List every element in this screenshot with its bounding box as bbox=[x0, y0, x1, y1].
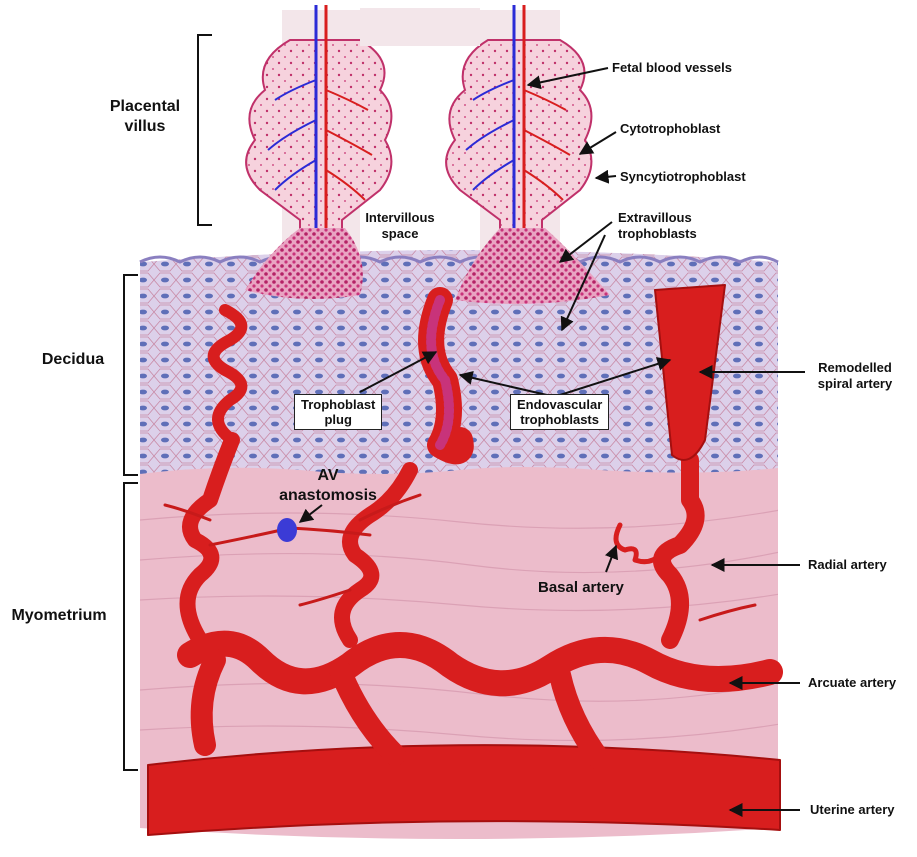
bracket-decidua bbox=[124, 275, 138, 475]
uterine-artery bbox=[148, 745, 780, 835]
label-syncytiotrophoblast: Syncytiotrophoblast bbox=[620, 169, 746, 185]
bracket-placental-villus bbox=[198, 35, 212, 225]
label-endovascular-trophoblasts: Endovascular trophoblasts bbox=[510, 394, 609, 430]
label-uterine-artery: Uterine artery bbox=[810, 802, 895, 818]
label-decidua: Decidua bbox=[28, 350, 118, 370]
av-anastomosis-knot bbox=[277, 518, 297, 542]
label-radial-artery: Radial artery bbox=[808, 557, 887, 573]
label-remodelled-spiral-artery: Remodelled spiral artery bbox=[805, 360, 905, 392]
arrow-syncytiotrophoblast bbox=[596, 176, 616, 178]
label-fetal-blood-vessels: Fetal blood vessels bbox=[612, 60, 732, 76]
label-intervillous-space: Intervillous space bbox=[355, 210, 445, 242]
label-cytotrophoblast: Cytotrophoblast bbox=[620, 121, 720, 137]
chorionic-plate bbox=[360, 8, 480, 46]
label-basal-artery: Basal artery bbox=[538, 580, 624, 596]
label-av-anastomosis: AV anastomosis bbox=[268, 466, 388, 506]
label-placental-villus: Placental villus bbox=[100, 97, 190, 137]
label-arcuate-artery: Arcuate artery bbox=[808, 675, 896, 691]
label-extravillous-trophoblasts: Extravillous trophoblasts bbox=[618, 210, 697, 242]
bracket-myometrium bbox=[124, 483, 138, 770]
label-myometrium: Myometrium bbox=[4, 606, 114, 626]
label-trophoblast-plug: Trophoblast plug bbox=[294, 394, 382, 430]
